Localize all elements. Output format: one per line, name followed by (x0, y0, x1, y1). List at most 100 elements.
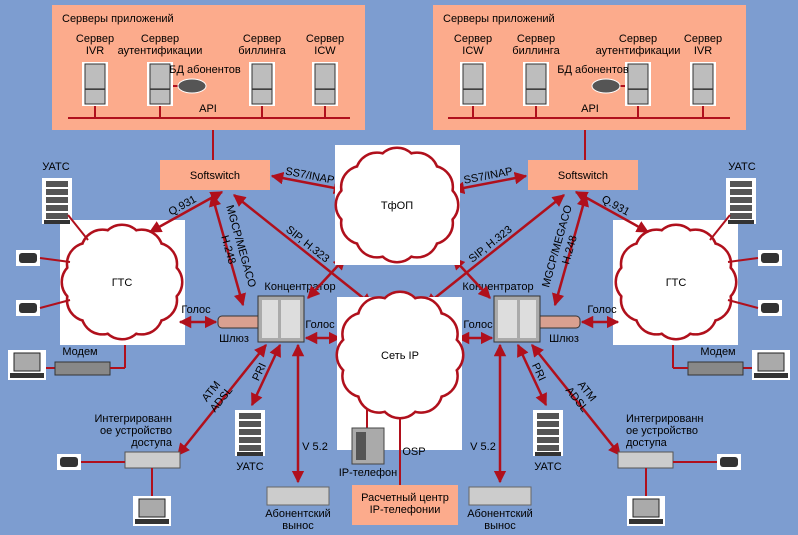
iad-icon (124, 451, 181, 469)
server-icon-body (692, 63, 714, 105)
iad-label: доступа (626, 437, 668, 449)
pbx-link (67, 214, 89, 241)
pbx-icon-base (535, 452, 561, 456)
cloud-fill (358, 313, 442, 397)
sip-link (425, 194, 565, 306)
voice-label: Голос (463, 319, 493, 331)
cloud-fill (83, 246, 161, 318)
phone-icon-handset (761, 303, 779, 313)
pbx-icon-base (44, 220, 70, 224)
pbx-icon-slot (537, 445, 559, 451)
iad-label: ое устройство (100, 425, 172, 437)
database-icon (177, 78, 207, 94)
server-icon-divider (526, 88, 546, 90)
gateway-label: Шлюз (549, 333, 579, 345)
pbx-icon-slot (239, 437, 261, 443)
server-label: ICW (462, 45, 484, 57)
server-icon-body (149, 63, 171, 105)
pbx-icon-slot (730, 197, 752, 203)
server-icon-divider (463, 88, 483, 90)
subscriber-remote-label: Абонентский (265, 508, 331, 520)
computer-icon-screen (138, 498, 166, 518)
city-network-cloud (614, 223, 738, 341)
phone-link (727, 299, 759, 309)
sip-link (233, 194, 373, 306)
server-label: Сервер (306, 33, 344, 45)
db-label: БД абонентов (169, 64, 241, 76)
voice-label: Голос (587, 304, 617, 316)
subscriber-remote-icon (468, 486, 532, 506)
db-label: БД абонентов (557, 64, 629, 76)
computer-icon-keyboard (135, 519, 169, 524)
pbx-link (709, 214, 731, 241)
pbx-label: УАТС (728, 161, 755, 173)
pbx-icon-slot (537, 421, 559, 427)
server-icon-divider (315, 88, 335, 90)
cloud-fill (637, 246, 715, 318)
app-servers-title: Серверы приложений (62, 13, 174, 25)
city-network-cloud (60, 223, 184, 341)
phone-link (39, 299, 71, 309)
concentrator-label: Концентратор (462, 281, 533, 293)
concentrator-panel (262, 300, 278, 338)
pbx-icon-slot (46, 205, 68, 211)
pbx-icon-slot (730, 213, 752, 219)
phone-icon-handset (60, 457, 78, 467)
voice-label: Голос (181, 304, 211, 316)
server-label: IVR (86, 45, 104, 57)
phone-icon-handset (19, 303, 37, 313)
city-network-label: ГТС (666, 277, 687, 289)
billing-center-box (352, 485, 458, 525)
pbx-icon-slot (537, 437, 559, 443)
pbx-icon-slot (46, 213, 68, 219)
concentrator-panel (498, 300, 517, 338)
server-icon-divider (693, 88, 713, 90)
v52-label: V 5.2 (302, 441, 328, 453)
softswitch-label: Softswitch (558, 170, 608, 182)
phone-icon-handset (720, 457, 738, 467)
iad-label: Интегрированн (94, 413, 172, 425)
api-label: API (199, 103, 217, 115)
phone-link (39, 257, 71, 263)
modem-icon (54, 361, 111, 376)
pri-link (250, 343, 282, 407)
pbx-icon-slot (46, 181, 68, 187)
server-label: Сервер (76, 33, 114, 45)
server-icon-body (525, 63, 547, 105)
server-label: аутентификации (596, 45, 681, 57)
iad-icon (617, 451, 674, 469)
pbx-icon-slot (46, 189, 68, 195)
server-icon-body (251, 63, 273, 105)
ip-phone-label: IP-телефон (339, 467, 398, 479)
phone-icon-handset (19, 253, 37, 263)
osp-label: OSP (402, 446, 425, 458)
pbx-icon-slot (537, 413, 559, 419)
server-icon-body (462, 63, 484, 105)
server-icon-body (627, 63, 649, 105)
pbx-label: УАТС (42, 161, 69, 173)
pbx-icon-slot (537, 429, 559, 435)
pbx-icon-slot (239, 429, 261, 435)
server-label: Сервер (619, 33, 657, 45)
voice-label: Голос (305, 319, 335, 331)
server-label: Сервер (454, 33, 492, 45)
ss7-link (451, 171, 528, 195)
pbx-label: УАТС (236, 461, 263, 473)
subscriber-remote-label: вынос (282, 520, 314, 532)
softswitch-box (160, 160, 270, 190)
server-icon-divider (150, 88, 170, 90)
server-label: Сервер (684, 33, 722, 45)
pbx-icon-base (237, 452, 263, 456)
server-icon-divider (85, 88, 105, 90)
computer-icon-screen (757, 352, 785, 372)
pbx-icon-slot (730, 189, 752, 195)
concentrator-panel (281, 300, 300, 338)
sip-label: SIP, H.323 (467, 224, 515, 266)
pbx-icon-base (728, 220, 754, 224)
modem-icon (687, 361, 744, 376)
server-label: биллинга (238, 45, 286, 57)
iad-label: Интегрированн (626, 413, 704, 425)
server-icon-body (314, 63, 336, 105)
